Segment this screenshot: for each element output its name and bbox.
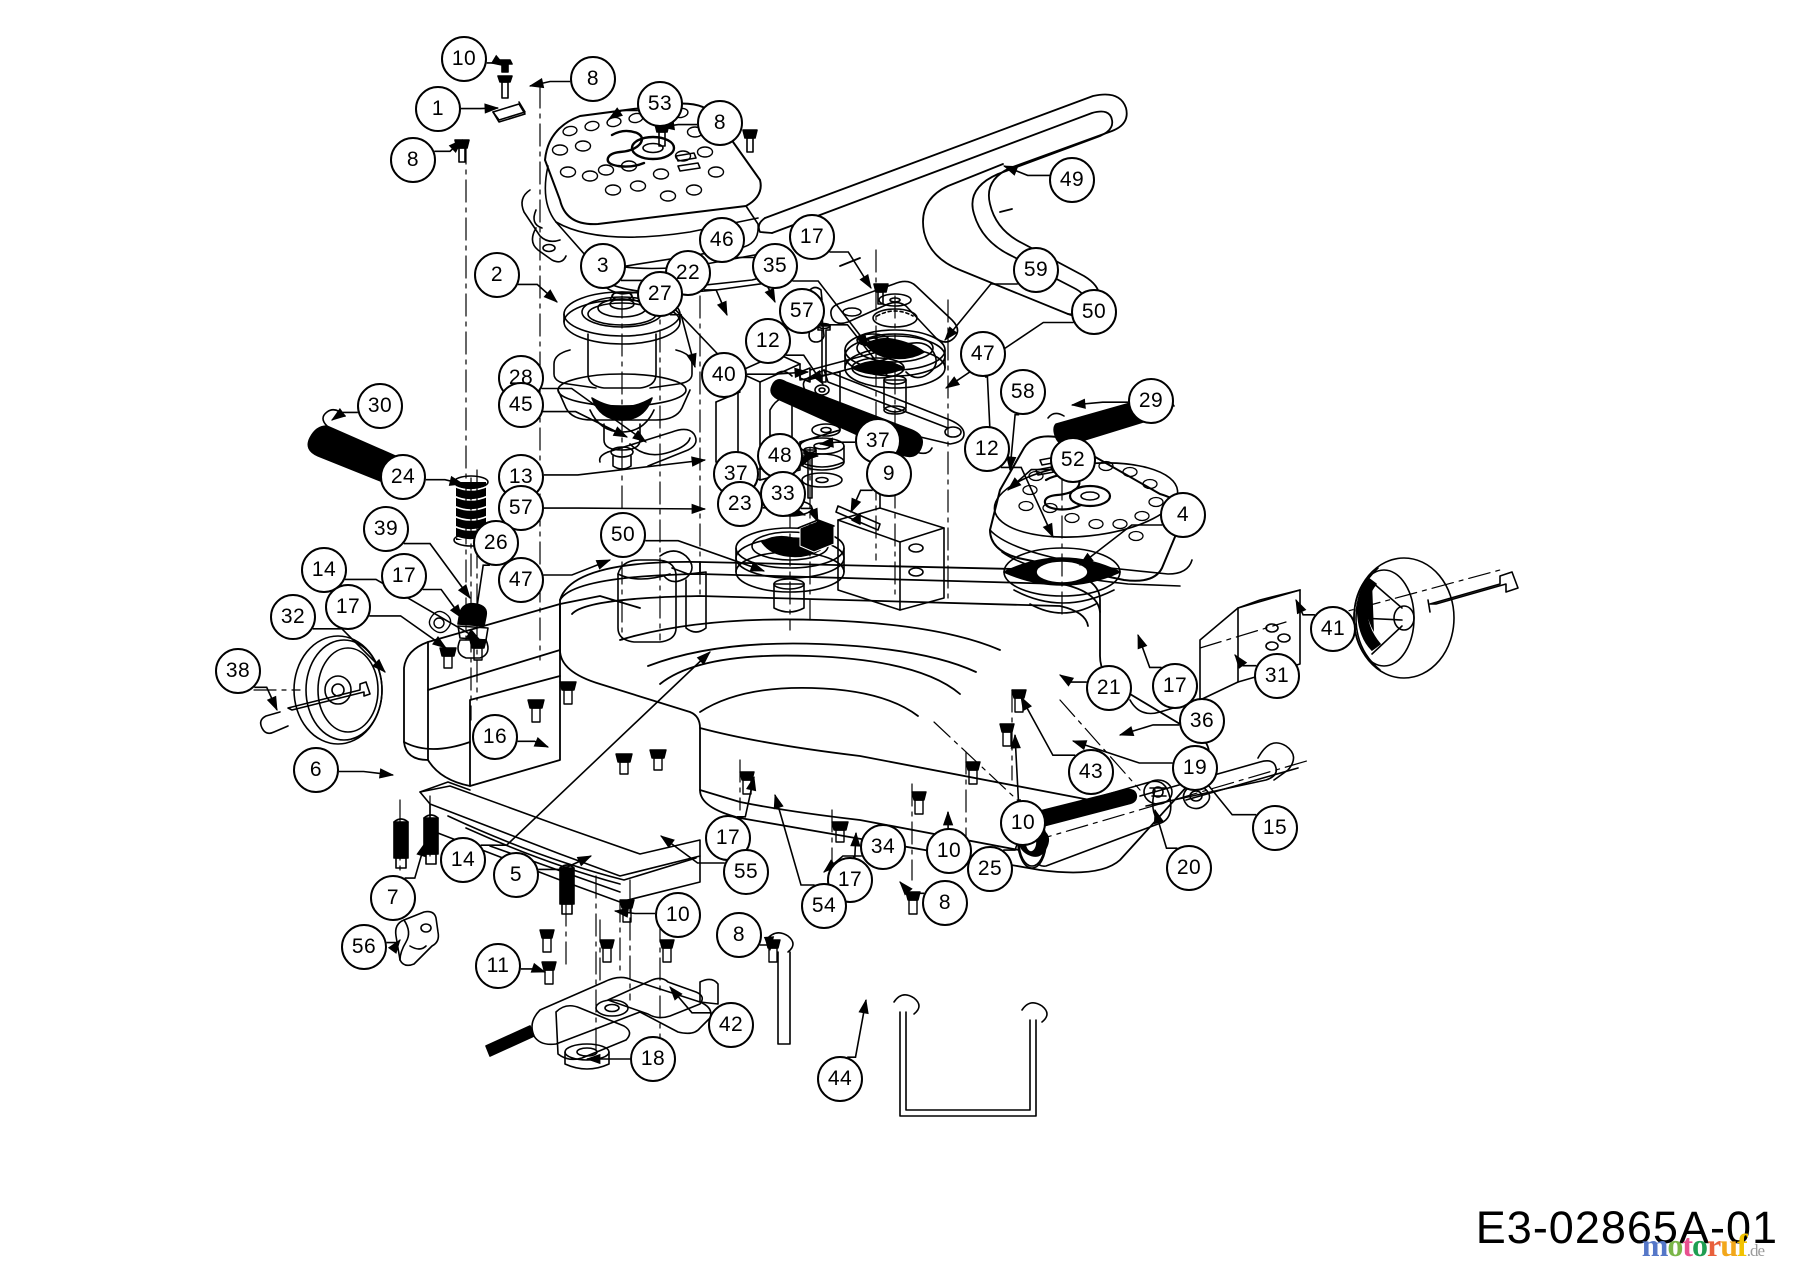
callout-7[interactable]: 7 — [370, 875, 416, 921]
callout-8[interactable]: 8 — [922, 880, 968, 926]
callout-17[interactable]: 17 — [1152, 663, 1198, 709]
callout-47[interactable]: 47 — [960, 331, 1006, 377]
callout-58[interactable]: 58 — [1000, 369, 1046, 415]
callout-29[interactable]: 29 — [1128, 378, 1174, 424]
bracket-26 — [457, 602, 489, 659]
callout-36[interactable]: 36 — [1179, 698, 1225, 744]
callout-33[interactable]: 33 — [760, 471, 806, 517]
bracket-56 — [394, 910, 440, 967]
callout-12[interactable]: 12 — [745, 318, 791, 364]
callout-54[interactable]: 54 — [801, 883, 847, 929]
callout-17[interactable]: 17 — [789, 214, 835, 260]
callout-38[interactable]: 38 — [215, 648, 261, 694]
callout-56[interactable]: 56 — [341, 924, 387, 970]
drive-belt — [757, 93, 1128, 318]
callout-25[interactable]: 25 — [967, 846, 1013, 892]
motoruf-watermark: motoruf.de — [1641, 1227, 1765, 1264]
callout-15[interactable]: 15 — [1252, 805, 1298, 851]
callout-47[interactable]: 47 — [498, 557, 544, 603]
callout-4[interactable]: 4 — [1160, 492, 1206, 538]
callout-10[interactable]: 10 — [655, 892, 701, 938]
wire-rod-54 — [765, 932, 794, 1045]
callout-46[interactable]: 46 — [699, 217, 745, 263]
callout-10[interactable]: 10 — [926, 828, 972, 874]
callout-10[interactable]: 10 — [1000, 800, 1046, 846]
callout-39[interactable]: 39 — [363, 506, 409, 552]
callout-50[interactable]: 50 — [600, 512, 646, 558]
callout-57[interactable]: 57 — [498, 485, 544, 531]
callout-52[interactable]: 52 — [1050, 437, 1096, 483]
callout-6[interactable]: 6 — [293, 747, 339, 793]
callout-22[interactable]: 22 — [665, 250, 711, 296]
callout-40[interactable]: 40 — [701, 352, 747, 398]
spindle-assembly-left — [553, 291, 693, 470]
watermark-letter: r — [1707, 1227, 1721, 1263]
callout-14[interactable]: 14 — [440, 837, 486, 883]
callout-32[interactable]: 32 — [270, 594, 316, 640]
callout-24[interactable]: 24 — [380, 454, 426, 500]
callout-49[interactable]: 49 — [1049, 157, 1095, 203]
watermark-letter: t — [1682, 1227, 1693, 1263]
callout-11[interactable]: 11 — [475, 943, 521, 989]
callout-35[interactable]: 35 — [752, 243, 798, 289]
callout-1[interactable]: 1 — [415, 86, 461, 132]
callout-8[interactable]: 8 — [716, 912, 762, 958]
callout-55[interactable]: 55 — [723, 849, 769, 895]
callout-16[interactable]: 16 — [472, 714, 518, 760]
callout-10[interactable]: 10 — [441, 36, 487, 82]
callout-50[interactable]: 50 — [1071, 289, 1117, 335]
callout-9[interactable]: 9 — [866, 451, 912, 497]
watermark-letter: u — [1720, 1227, 1738, 1263]
callout-18[interactable]: 18 — [630, 1036, 676, 1082]
callout-48[interactable]: 48 — [757, 433, 803, 479]
callout-2[interactable]: 2 — [474, 252, 520, 298]
callout-44[interactable]: 44 — [817, 1056, 863, 1102]
callout-41[interactable]: 41 — [1310, 606, 1356, 652]
callout-23[interactable]: 23 — [717, 481, 763, 527]
axle-bolt-38 — [259, 681, 371, 735]
bolt-41 — [1427, 571, 1519, 613]
callout-42[interactable]: 42 — [708, 1002, 754, 1048]
wire-rod-44 — [893, 994, 1048, 1117]
mower-blade — [485, 976, 719, 1061]
deck-top-cover — [521, 102, 775, 295]
center-lines — [253, 85, 1501, 1061]
callout-12[interactable]: 12 — [964, 426, 1010, 472]
watermark-letter: f — [1737, 1227, 1748, 1263]
callout-34[interactable]: 34 — [860, 824, 906, 870]
washer-stack — [799, 437, 845, 488]
callout-19[interactable]: 19 — [1172, 745, 1218, 791]
callout-20[interactable]: 20 — [1166, 845, 1212, 891]
callout-31[interactable]: 31 — [1254, 653, 1300, 699]
callout-8[interactable]: 8 — [390, 137, 436, 183]
callout-17[interactable]: 17 — [381, 553, 427, 599]
callout-3[interactable]: 3 — [580, 243, 626, 289]
callout-53[interactable]: 53 — [637, 81, 683, 127]
watermark-letter: m — [1641, 1227, 1669, 1263]
watermark-letter: o — [1692, 1227, 1708, 1263]
callout-43[interactable]: 43 — [1068, 749, 1114, 795]
callout-30[interactable]: 30 — [357, 383, 403, 429]
watermark-letter: o — [1667, 1227, 1683, 1263]
deck-wheel-right — [1353, 557, 1455, 679]
callout-8[interactable]: 8 — [570, 56, 616, 102]
callout-45[interactable]: 45 — [498, 382, 544, 428]
watermark-tld: .de — [1746, 1241, 1765, 1260]
callout-8[interactable]: 8 — [697, 100, 743, 146]
blade-nut-18 — [564, 1043, 610, 1070]
callout-17[interactable]: 17 — [325, 584, 371, 630]
callout-57[interactable]: 57 — [779, 288, 825, 334]
callout-27[interactable]: 27 — [637, 271, 683, 317]
callout-59[interactable]: 59 — [1013, 247, 1059, 293]
callout-21[interactable]: 21 — [1086, 665, 1132, 711]
drawing-number: E3-02865A-01 — [1475, 1202, 1778, 1253]
callout-5[interactable]: 5 — [493, 852, 539, 898]
